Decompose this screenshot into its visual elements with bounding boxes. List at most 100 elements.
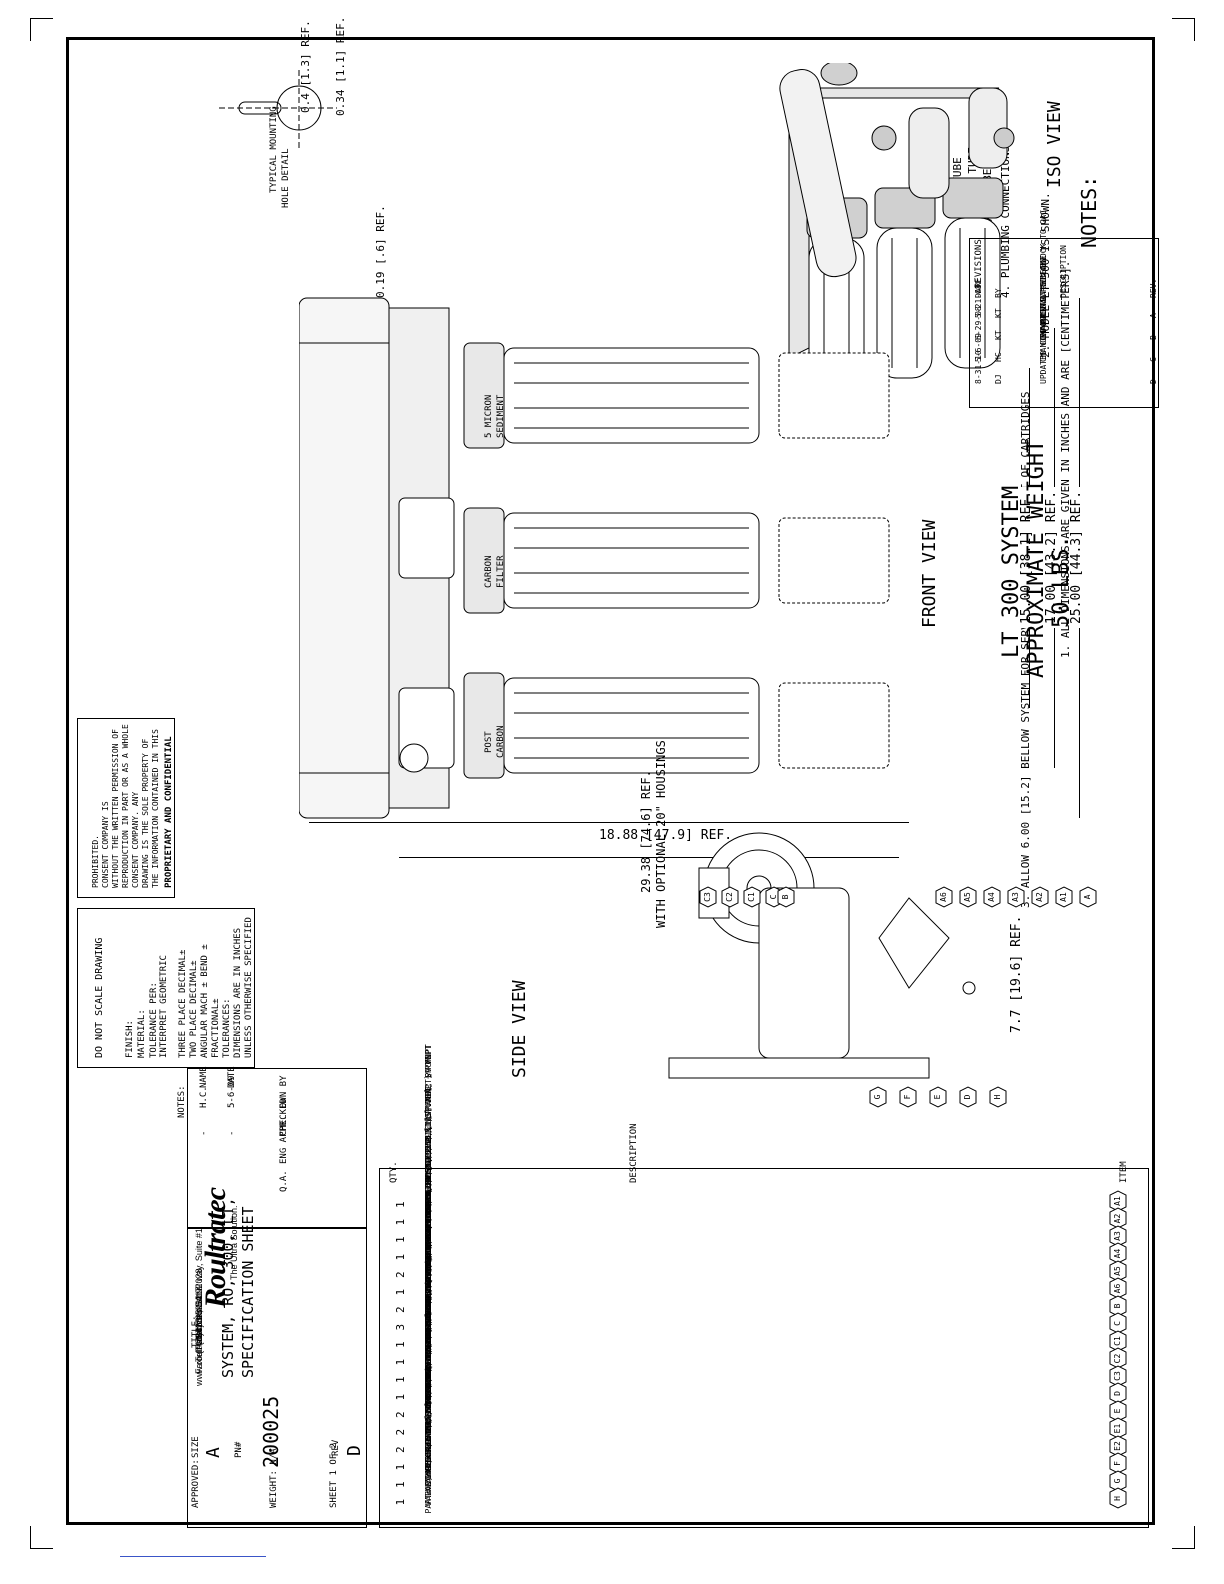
system-name: LT 300 SYSTEM bbox=[999, 485, 1024, 658]
revision-row-3-date: 8-31-10 bbox=[974, 350, 983, 384]
callout-a-0: A6 bbox=[935, 886, 953, 908]
finish-label: FINISH: bbox=[125, 1020, 135, 1058]
proprietary-line-3: REPRODUCTION IN PART OR AS A WHOLE bbox=[121, 724, 130, 888]
revision-row-0-rev: A bbox=[1149, 313, 1158, 318]
revision-row-3-by: DJ bbox=[994, 374, 1003, 384]
bom-row-1-qty: 1 bbox=[394, 1218, 407, 1226]
signoff-row-2-label: ENG APPR. bbox=[279, 1115, 289, 1164]
system-weight-label: APPROXIMATE WEIGHT bbox=[1024, 439, 1049, 678]
callout-b-label: B bbox=[781, 894, 790, 900]
side-view-drawing bbox=[609, 798, 1069, 1098]
do-not-scale: DO NOT SCALE DRAWING bbox=[94, 937, 105, 1058]
revision-row-1-rev: B bbox=[1149, 335, 1158, 340]
crop-mark-top-left bbox=[30, 18, 53, 41]
iso-view-label: ISO VIEW bbox=[1044, 101, 1065, 188]
material-label: MATERIAL: bbox=[137, 1009, 147, 1058]
callout-a-1-label: A5 bbox=[963, 892, 972, 902]
mounting-detail-label-1: TYPICAL MOUNTING bbox=[269, 106, 279, 193]
revision-header-0: REV. bbox=[1149, 278, 1158, 298]
dimension-0.34: 0.34 [1.1] REF. bbox=[334, 16, 347, 116]
approved-label: APPROVED: bbox=[191, 1459, 201, 1508]
proprietary-title: PROPRIETARY AND CONFIDENTIAL bbox=[164, 736, 174, 888]
housing-label-3a: 5 MICRON bbox=[484, 394, 494, 438]
bom-row-17-part: PART# 200963 bbox=[424, 1455, 433, 1514]
callout-a-3: A3 bbox=[1007, 886, 1025, 908]
side-view-label: SIDE VIEW bbox=[509, 980, 530, 1078]
tolerance-line-2: TOLERANCES: bbox=[222, 998, 232, 1058]
bom-row-17-item-label: H bbox=[1113, 1496, 1122, 1501]
housing-label-3b: SEDIMENT bbox=[496, 394, 506, 438]
callout-a-5-label: A1 bbox=[1059, 892, 1068, 902]
revision-row-1-by: KT bbox=[994, 330, 1003, 340]
rotated-drawing-canvas: NOTES: 1. ALL DIMENSIONS ARE GIVEN IN IN… bbox=[69, 17, 1159, 1528]
dimension-0.4: 0.4 [1.3] REF. bbox=[299, 20, 312, 113]
bom-row-17-qty: 1 bbox=[394, 1498, 407, 1506]
callout-side-1: F bbox=[899, 1086, 917, 1108]
tolerance-line-1: DIMENSIONS ARE IN INCHES bbox=[233, 927, 243, 1058]
callout-c-1-label: C2 bbox=[725, 892, 734, 902]
callout-a-2-label: A4 bbox=[987, 892, 996, 902]
size-value: A bbox=[203, 1447, 224, 1458]
tolerance-line-3: FRACTIONAL± bbox=[211, 998, 221, 1058]
dimension-7.7: 7.7 [19.6] REF. bbox=[1009, 915, 1024, 1033]
bom-row-0-qty: 1 bbox=[394, 1201, 407, 1208]
callout-side-4-label: H bbox=[993, 1094, 1002, 1100]
size-label: SIZE bbox=[191, 1436, 201, 1458]
front-view-drawing bbox=[298, 288, 899, 828]
bom-row-5-qty: 1 bbox=[394, 1288, 407, 1296]
bom-row-13-qty: 2 bbox=[394, 1428, 407, 1436]
bom-header-qty: QTY. bbox=[389, 1161, 399, 1183]
signoff-row-0-name: H.C. bbox=[199, 1086, 209, 1108]
callout-a-5: A1 bbox=[1055, 886, 1073, 908]
bom-header-desc: DESCRIPTION bbox=[629, 1123, 639, 1183]
mounting-detail-label-2: HOLE DETAIL bbox=[281, 148, 291, 208]
proprietary-line-5: CONSENT COMPANY IS bbox=[101, 801, 110, 888]
drawing-sheet: NOTES: 1. ALL DIMENSIONS ARE GIVEN IN IN… bbox=[66, 17, 1159, 1528]
bom-row-7-qty: 3 bbox=[394, 1323, 407, 1331]
weight-label: WEIGHT: N/A bbox=[269, 1448, 279, 1508]
signoff-row-0-date: 5-6-09 bbox=[227, 1075, 237, 1108]
housing-label-1a: POST bbox=[484, 731, 494, 753]
bom-row-10-qty: 1 bbox=[394, 1376, 407, 1383]
bom-row-11-qty: 1 bbox=[394, 1393, 407, 1401]
interpret-line-1: TOLERANCE PER: bbox=[149, 982, 159, 1058]
iso-view-drawing bbox=[769, 60, 1039, 398]
callout-a-4-label: A2 bbox=[1035, 892, 1044, 902]
revision-row-2-rev: C bbox=[1149, 357, 1158, 362]
callout-side-0-label: G bbox=[873, 1094, 882, 1100]
sheet-label: SHEET 1 OF 2 bbox=[329, 1442, 339, 1508]
callout-c-0: C3 bbox=[699, 886, 717, 908]
callout-c-2-label: C1 bbox=[747, 892, 756, 902]
revision-row-0-by: KT bbox=[994, 308, 1003, 318]
bom-header-item: ITEM bbox=[1119, 1161, 1129, 1183]
bom-row-8-qty: 1 bbox=[394, 1341, 407, 1348]
bom-row-17-item: H bbox=[1109, 1487, 1127, 1510]
title-line-1: SYSTEM, RO, 300, LT, bbox=[219, 1197, 237, 1378]
callout-side-0: G bbox=[869, 1086, 887, 1108]
revision-header-1: DESCRIPTION bbox=[1059, 245, 1068, 298]
mounting-hole-detail bbox=[219, 48, 339, 168]
footer-link-underline bbox=[120, 1556, 266, 1557]
callout-side-2: E bbox=[929, 1086, 947, 1108]
title-line-2: SPECIFICATION SHEET bbox=[239, 1206, 257, 1378]
housing-label-2b: FILTER bbox=[496, 555, 506, 588]
signoff-row-1-date: - bbox=[227, 1130, 237, 1136]
callout-side-2-label: E bbox=[933, 1094, 942, 1100]
callout-side-3-label: D bbox=[963, 1094, 972, 1100]
callout-a-6-label: A bbox=[1083, 894, 1092, 900]
housing-label-2a: CARBON bbox=[484, 555, 494, 588]
crop-mark-top-right bbox=[1172, 18, 1195, 41]
signoff-header-name: NAME bbox=[199, 1066, 209, 1088]
callout-a-6: A bbox=[1079, 886, 1097, 908]
revision-row-3-rev: D bbox=[1149, 379, 1158, 384]
revision-row-2-by: HC bbox=[994, 352, 1003, 362]
front-view-label: FRONT VIEW bbox=[919, 519, 940, 628]
title-label: TITLE: bbox=[191, 1315, 201, 1348]
callout-c-0-label: C3 bbox=[703, 892, 712, 902]
tolerance-line-5: TWO PLACE DECIMAL± bbox=[189, 960, 199, 1058]
proprietary-line-0: THE INFORMATION CONTAINED IN THIS bbox=[151, 729, 160, 888]
signoff-notes-label: NOTES: bbox=[177, 1085, 187, 1118]
crop-mark-bottom-left bbox=[30, 1526, 53, 1549]
bom-row-9-qty: 1 bbox=[394, 1358, 407, 1366]
callout-side-3: D bbox=[959, 1086, 977, 1108]
